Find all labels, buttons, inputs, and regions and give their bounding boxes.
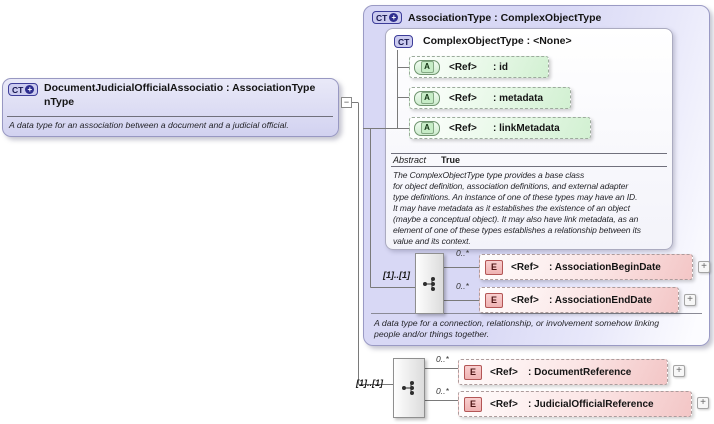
attribute-icon: A [414, 59, 440, 75]
sequence-connector[interactable] [415, 253, 444, 314]
facet-label: Abstract [393, 155, 427, 165]
element-icon: E [464, 364, 482, 380]
attribute-link-metadata[interactable]: A <Ref> : linkMetadata [409, 117, 591, 139]
ct-badge-label: CT [12, 84, 24, 95]
attribute-icon: A [414, 90, 440, 106]
facet-value: True [441, 155, 461, 165]
left-box-separator [7, 116, 333, 117]
minus-icon: − [343, 97, 350, 107]
association-type-title: AssociationType : ComplexObjectType [408, 12, 602, 24]
complex-type-icon: CT + [372, 11, 403, 24]
plus-icon: + [25, 85, 35, 94]
element-name: : DocumentReference [528, 366, 632, 378]
element-ref: <Ref> [511, 261, 539, 273]
attribute-ref: <Ref> [449, 122, 477, 134]
element-association-begin-date[interactable]: E <Ref> : AssociationBeginDate [479, 254, 693, 280]
attribute-name: : linkMetadata [493, 122, 560, 134]
occurrence-label: 0..* [436, 386, 449, 396]
attribute-ref: <Ref> [449, 92, 477, 104]
occurrence-label: 0..* [456, 248, 469, 258]
attribute-name: : id [493, 61, 508, 73]
association-box-separator [371, 313, 702, 314]
attribute-id[interactable]: A <Ref> : id [409, 56, 549, 78]
left-box-title-line2: nType [44, 96, 75, 108]
attribute-icon: A [414, 120, 440, 136]
element-ref: <Ref> [490, 366, 518, 378]
association-type-description: A data type for a connection, relationsh… [374, 318, 660, 339]
expand-button[interactable]: + [697, 397, 709, 409]
element-name: : JudicialOfficialReference [528, 398, 654, 410]
attribute-metadata[interactable]: A <Ref> : metadata [409, 87, 571, 109]
occurrence-label: 0..* [436, 354, 449, 364]
expand-button[interactable]: + [684, 294, 696, 306]
attribute-name: : metadata [493, 92, 544, 104]
document-judicial-official-association-type-box[interactable] [2, 78, 339, 137]
sequence-icon [422, 276, 435, 291]
element-icon: E [464, 396, 482, 412]
left-box-description: A data type for an association between a… [9, 120, 289, 130]
element-document-reference[interactable]: E <Ref> : DocumentReference [458, 359, 668, 385]
facet-separator-top [391, 153, 667, 154]
element-association-end-date[interactable]: E <Ref> : AssociationEndDate [479, 287, 679, 313]
ct-badge-label: CT [376, 12, 388, 23]
expand-button[interactable]: + [673, 365, 685, 377]
element-ref: <Ref> [490, 398, 518, 410]
expand-button[interactable]: + [698, 261, 710, 273]
attribute-badge-label: A [420, 122, 434, 134]
attribute-ref: <Ref> [449, 61, 477, 73]
cardinality-label: [1]..[1] [356, 378, 383, 388]
sequence-connector[interactable] [393, 358, 425, 418]
occurrence-label: 0..* [456, 281, 469, 291]
element-name: : AssociationBeginDate [549, 261, 661, 273]
element-judicial-official-reference[interactable]: E <Ref> : JudicialOfficialReference [458, 391, 692, 417]
left-box-title-line1: DocumentJudicialOfficialAssociatio : Ass… [44, 82, 316, 94]
element-icon: E [485, 292, 503, 308]
element-ref: <Ref> [511, 294, 539, 306]
complex-type-icon: CT [394, 35, 414, 48]
facet-separator-bottom [391, 166, 667, 167]
complex-object-type-title: ComplexObjectType : <None> [423, 35, 572, 47]
ct-badge-label: CT [398, 36, 410, 47]
cardinality-label: [1]..[1] [383, 270, 410, 280]
collapse-handle[interactable]: − [341, 97, 352, 108]
plus-icon: + [389, 13, 399, 22]
attribute-badge-label: A [420, 92, 434, 104]
complex-object-type-description: The ComplexObjectType type provides a ba… [393, 170, 641, 246]
element-icon: E [485, 259, 503, 275]
sequence-icon [402, 381, 414, 395]
element-name: : AssociationEndDate [549, 294, 652, 306]
attribute-badge-label: A [420, 61, 434, 73]
complex-type-icon: CT + [8, 83, 39, 96]
